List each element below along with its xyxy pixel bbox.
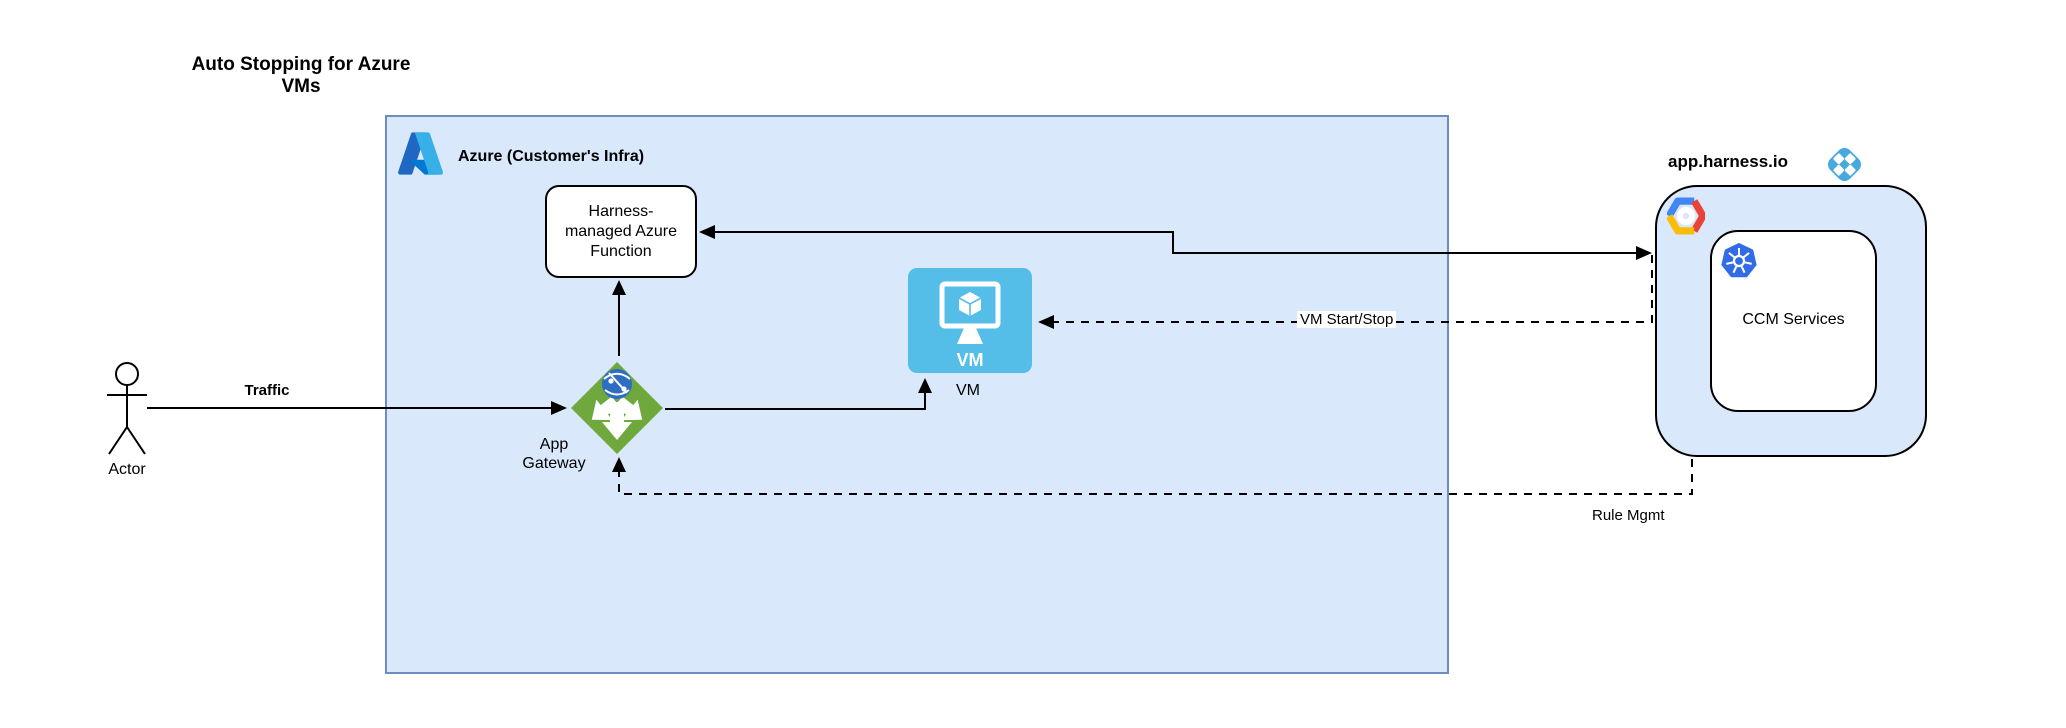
- harness-function-node: Harness- managed Azure Function: [545, 185, 697, 278]
- traffic-edge-label: Traffic: [244, 382, 290, 399]
- app-gateway-icon: [571, 362, 663, 454]
- app-gateway-label: App Gateway: [522, 436, 586, 472]
- gcp-logo-icon: [1667, 197, 1705, 235]
- vm-icon: [908, 268, 1032, 373]
- diagram-title: Auto Stopping for Azure VMs: [191, 54, 411, 97]
- vm-icon-label: VM: [956, 350, 984, 370]
- rule-mgmt-edge-label: Rule Mgmt: [1592, 507, 1665, 524]
- vm-node-label: VM: [956, 382, 980, 399]
- harness-group-label: app.harness.io: [1668, 152, 1788, 171]
- ccm-services-node: [1710, 230, 1877, 412]
- azure-group-label: Azure (Customer's Infra): [458, 148, 645, 165]
- harness-logo-icon: [1828, 148, 1861, 181]
- actor-label: Actor: [108, 461, 146, 478]
- kubernetes-icon: [1721, 243, 1757, 278]
- ccm-services-label: CCM Services: [1742, 311, 1845, 328]
- vm-start-stop-edge-label: VM Start/Stop: [1297, 311, 1397, 328]
- actor-icon: [107, 362, 147, 455]
- azure-logo-icon: [398, 132, 444, 175]
